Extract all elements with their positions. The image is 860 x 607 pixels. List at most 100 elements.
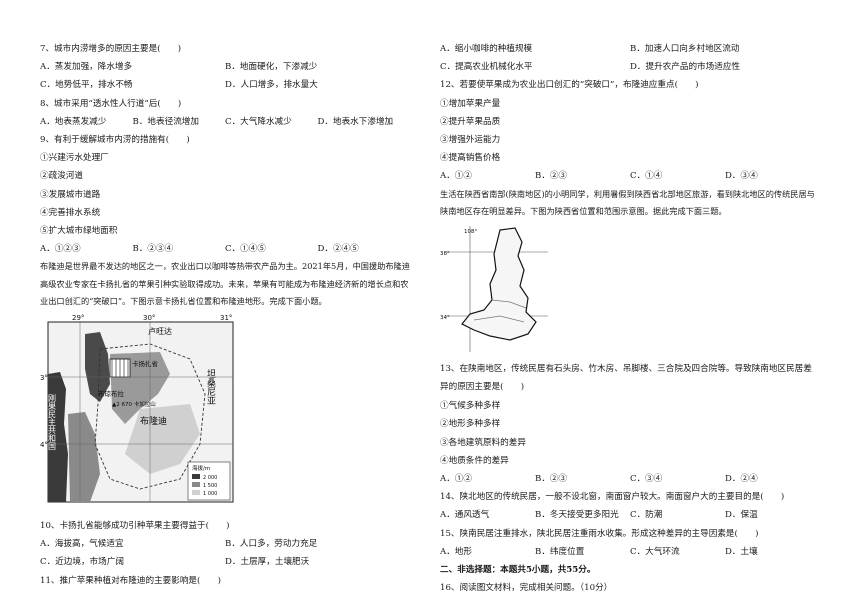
q9-item-4: ④完善排水系统 (40, 207, 101, 218)
q12-item-1: ①增加苹果产量 (440, 98, 501, 109)
left-column: 7、城市内涝增多的原因主要是( ) A．蒸发加强，降水增多 B．地面硬化，下渗减… (40, 40, 410, 590)
q11-options-row1: A．缩小咖啡的种植规模 B．加速人口向乡村地区流动 (440, 40, 820, 58)
q8-option-b: B．地表径流增加 (132, 116, 199, 127)
shaanxi-lat-34: 34° (440, 315, 450, 321)
right-column: A．缩小咖啡的种植规模 B．加速人口向乡村地区流动 C．提高农业机械化水平 D．… (440, 40, 820, 597)
q14-option-a: A．通风透气 (440, 510, 490, 521)
q7-stem: 7、城市内涝增多的原因主要是( ) (40, 44, 182, 54)
burundi-map: 29° 30° 31° 3° 4° 卢旺达 卡扬扎省 布琼布拉 布隆迪 ▲2 6… (40, 314, 410, 513)
q14-option-d: D．保温 (725, 510, 758, 521)
q9-item-2: ②疏浚河道 (40, 171, 83, 182)
shaanxi-lon-108: 108° (464, 229, 477, 235)
q15-option-c: C．大气环流 (630, 546, 680, 557)
q13-stem: 13、在陕南地区，传统民居有石头房、竹木房、吊脚楼、三合院及四合院等。导致陕南地… (440, 364, 812, 392)
q12-item-3: ③增强外运能力 (440, 134, 501, 145)
q12-option-b: B．②③ (535, 171, 568, 182)
q16-stem: 16、阅读图文材料，完成相关问题。（10分） (440, 583, 613, 594)
map-label-burundi: 布隆迪 (140, 415, 167, 427)
q7-options-row1: A．蒸发加强，降水增多 B．地面硬化，下渗减少 (40, 58, 410, 76)
q11-option-c: C．提高农业机械化水平 (440, 62, 533, 73)
burundi-map-svg: 29° 30° 31° 3° 4° 卢旺达 卡扬扎省 布琼布拉 布隆迪 ▲2 6… (40, 314, 234, 503)
q14-option-b: B．冬天接受更多阳光 (535, 510, 619, 521)
legend-1500: 1 500 (203, 483, 217, 489)
shaanxi-map: 108° 38° 34° (440, 224, 820, 358)
q13-option-d: D．②④ (725, 473, 758, 484)
q8-option-c: C．大气降水减少 (225, 116, 292, 127)
legend-title: 海拔/m (192, 464, 210, 472)
q8-option-d: D．地表水下渗增加 (317, 116, 394, 127)
map-label-tanzania: 坦桑尼亚 (205, 369, 216, 405)
map-label-drc: 刚果民主共和国 (48, 394, 57, 451)
shaanxi-passage: 生活在陕西省南部(陕南地区)的小明同学，利用暑假到陕西省北部地区旅游，看到陕北地… (440, 188, 815, 217)
legend-1000: 1 000 (203, 491, 217, 497)
q12-option-d: D．③④ (725, 171, 758, 182)
q10-options-row2: C．近边境，市场广阔 D．土层厚，土壤肥沃 (40, 553, 410, 571)
q13-option-b: B．②③ (535, 473, 568, 484)
q13-item-1: ①气候多种多样 (440, 401, 501, 412)
q14-stem: 14、陕北地区的传统民居，一般不设北窗，南面窗户较大。南面窗户大的主要目的是( … (440, 492, 785, 503)
q9-options: A．①②③ B．②③④ C．①④⑤ D．②④⑤ (40, 240, 410, 258)
q13-item-2: ②地形多种多样 (440, 419, 501, 430)
q15-stem: 15、陕南民居注重排水，陕北民居注重雨水收集。形成这种差异的主导因素是( ) (440, 528, 759, 539)
section-2-heading: 二、非选择题：本题共5小题，共55分。 (440, 564, 596, 575)
map-lon-29: 29° (72, 314, 84, 322)
q12-option-c: C．①④ (630, 171, 663, 182)
q10-option-d: D．土层厚，土壤肥沃 (225, 557, 310, 568)
q12-options: A．①② B．②③ C．①④ D．③④ (440, 167, 820, 185)
q10-stem: 10、卡扬扎省能够成功引种苹果主要得益于( ) (40, 520, 230, 531)
q8-stem: 8、城市采用“透水性人行道”后( ) (40, 98, 182, 109)
q10-option-a: A．海拔高，气候适宜 (40, 539, 124, 550)
map-legend: 海拔/m 2 000 1 500 1 000 (187, 461, 231, 501)
q9-option-b: B．②③④ (132, 244, 174, 255)
q11-options-row2: C．提高农业机械化水平 D．提升农产品的市场适应性 (440, 58, 820, 76)
q8-option-a: A．地表蒸发减少 (40, 116, 107, 127)
q15-options: A．地形 B．纬度位置 C．大气环流 D．土壤 (440, 543, 820, 561)
map-lat-3: 3° (40, 374, 48, 382)
q11-option-b: B．加速人口向乡村地区流动 (630, 44, 740, 54)
q12-item-2: ②提升苹果品质 (440, 116, 501, 127)
q7-options-row2: C．地势低平，排水不畅 D．人口增多，排水量大 (40, 76, 410, 94)
q7-option-b: B．地面硬化，下渗减少 (225, 62, 318, 73)
q10-options-row1: A．海拔高，气候适宜 B．人口多，劳动力充足 (40, 535, 410, 553)
q12-item-4: ④提高销售价格 (440, 153, 501, 164)
q15-option-d: D．土壤 (725, 546, 758, 557)
q9-stem: 9、有利于缓解城市内涝的措施有( ) (40, 134, 190, 145)
q13-option-c: C．③④ (630, 473, 663, 484)
q13-option-a: A．①② (440, 473, 472, 484)
q7-option-d: D．人口增多，排水量大 (225, 80, 318, 91)
burundi-passage: 布隆迪是世界最不发达的地区之一，农业出口以咖啡等热带农产品为主。2021年5月，… (40, 261, 410, 307)
map-label-rwanda: 卢旺达 (148, 326, 172, 336)
map-lat-4: 4° (40, 441, 48, 449)
map-label-bujumbura: 布琼布拉 (98, 389, 125, 398)
q7-option-a: A．蒸发加强，降水增多 (40, 62, 133, 73)
q11-stem: 11、推广苹果种植对布隆迪的主要影响是( ) (40, 575, 221, 586)
q12-stem: 12、若要使苹果成为农业出口创汇的“突破口”，布隆迪应重点( ) (440, 80, 699, 91)
q9-option-a: A．①②③ (40, 244, 81, 255)
q12-option-a: A．①② (440, 171, 472, 182)
q9-option-c: C．①④⑤ (225, 244, 266, 255)
q7-option-c: C．地势低平，排水不畅 (40, 80, 133, 91)
map-label-kayanza: 卡扬扎省 (132, 359, 159, 368)
q10-option-b: B．人口多，劳动力充足 (225, 539, 318, 550)
q9-item-1: ①兴建污水处理厂 (40, 153, 109, 164)
shaanxi-map-svg: 108° 38° 34° (440, 225, 548, 352)
q13-item-3: ③各地建筑原料的差异 (440, 437, 526, 448)
q9-option-d: D．②④⑤ (317, 244, 359, 255)
map-lon-31: 31° (220, 314, 232, 322)
q11-option-a: A．缩小咖啡的种植规模 (440, 44, 533, 54)
legend-2000: 2 000 (203, 475, 217, 481)
q10-option-c: C．近边境，市场广阔 (40, 557, 124, 568)
map-label-peak: ▲2 670 卡加拉山 (112, 400, 156, 408)
q15-option-b: B．纬度位置 (535, 546, 585, 557)
q13-options: A．①② B．②③ C．③④ D．②④ (440, 470, 820, 488)
q14-options: A．通风透气 B．冬天接受更多阳光 C．防潮 D．保温 (440, 506, 820, 524)
q9-item-3: ③发展城市道路 (40, 189, 101, 200)
svg-text:坦桑尼亚: 坦桑尼亚 (205, 369, 216, 405)
q9-item-5: ⑤扩大城市绿地面积 (40, 225, 118, 236)
q14-option-c: C．防潮 (630, 510, 663, 521)
q8-options: A．地表蒸发减少 B．地表径流增加 C．大气降水减少 D．地表水下渗增加 (40, 113, 410, 131)
shaanxi-lat-38: 38° (440, 251, 450, 257)
q15-option-a: A．地形 (440, 546, 472, 557)
map-lon-30: 30° (143, 314, 155, 322)
